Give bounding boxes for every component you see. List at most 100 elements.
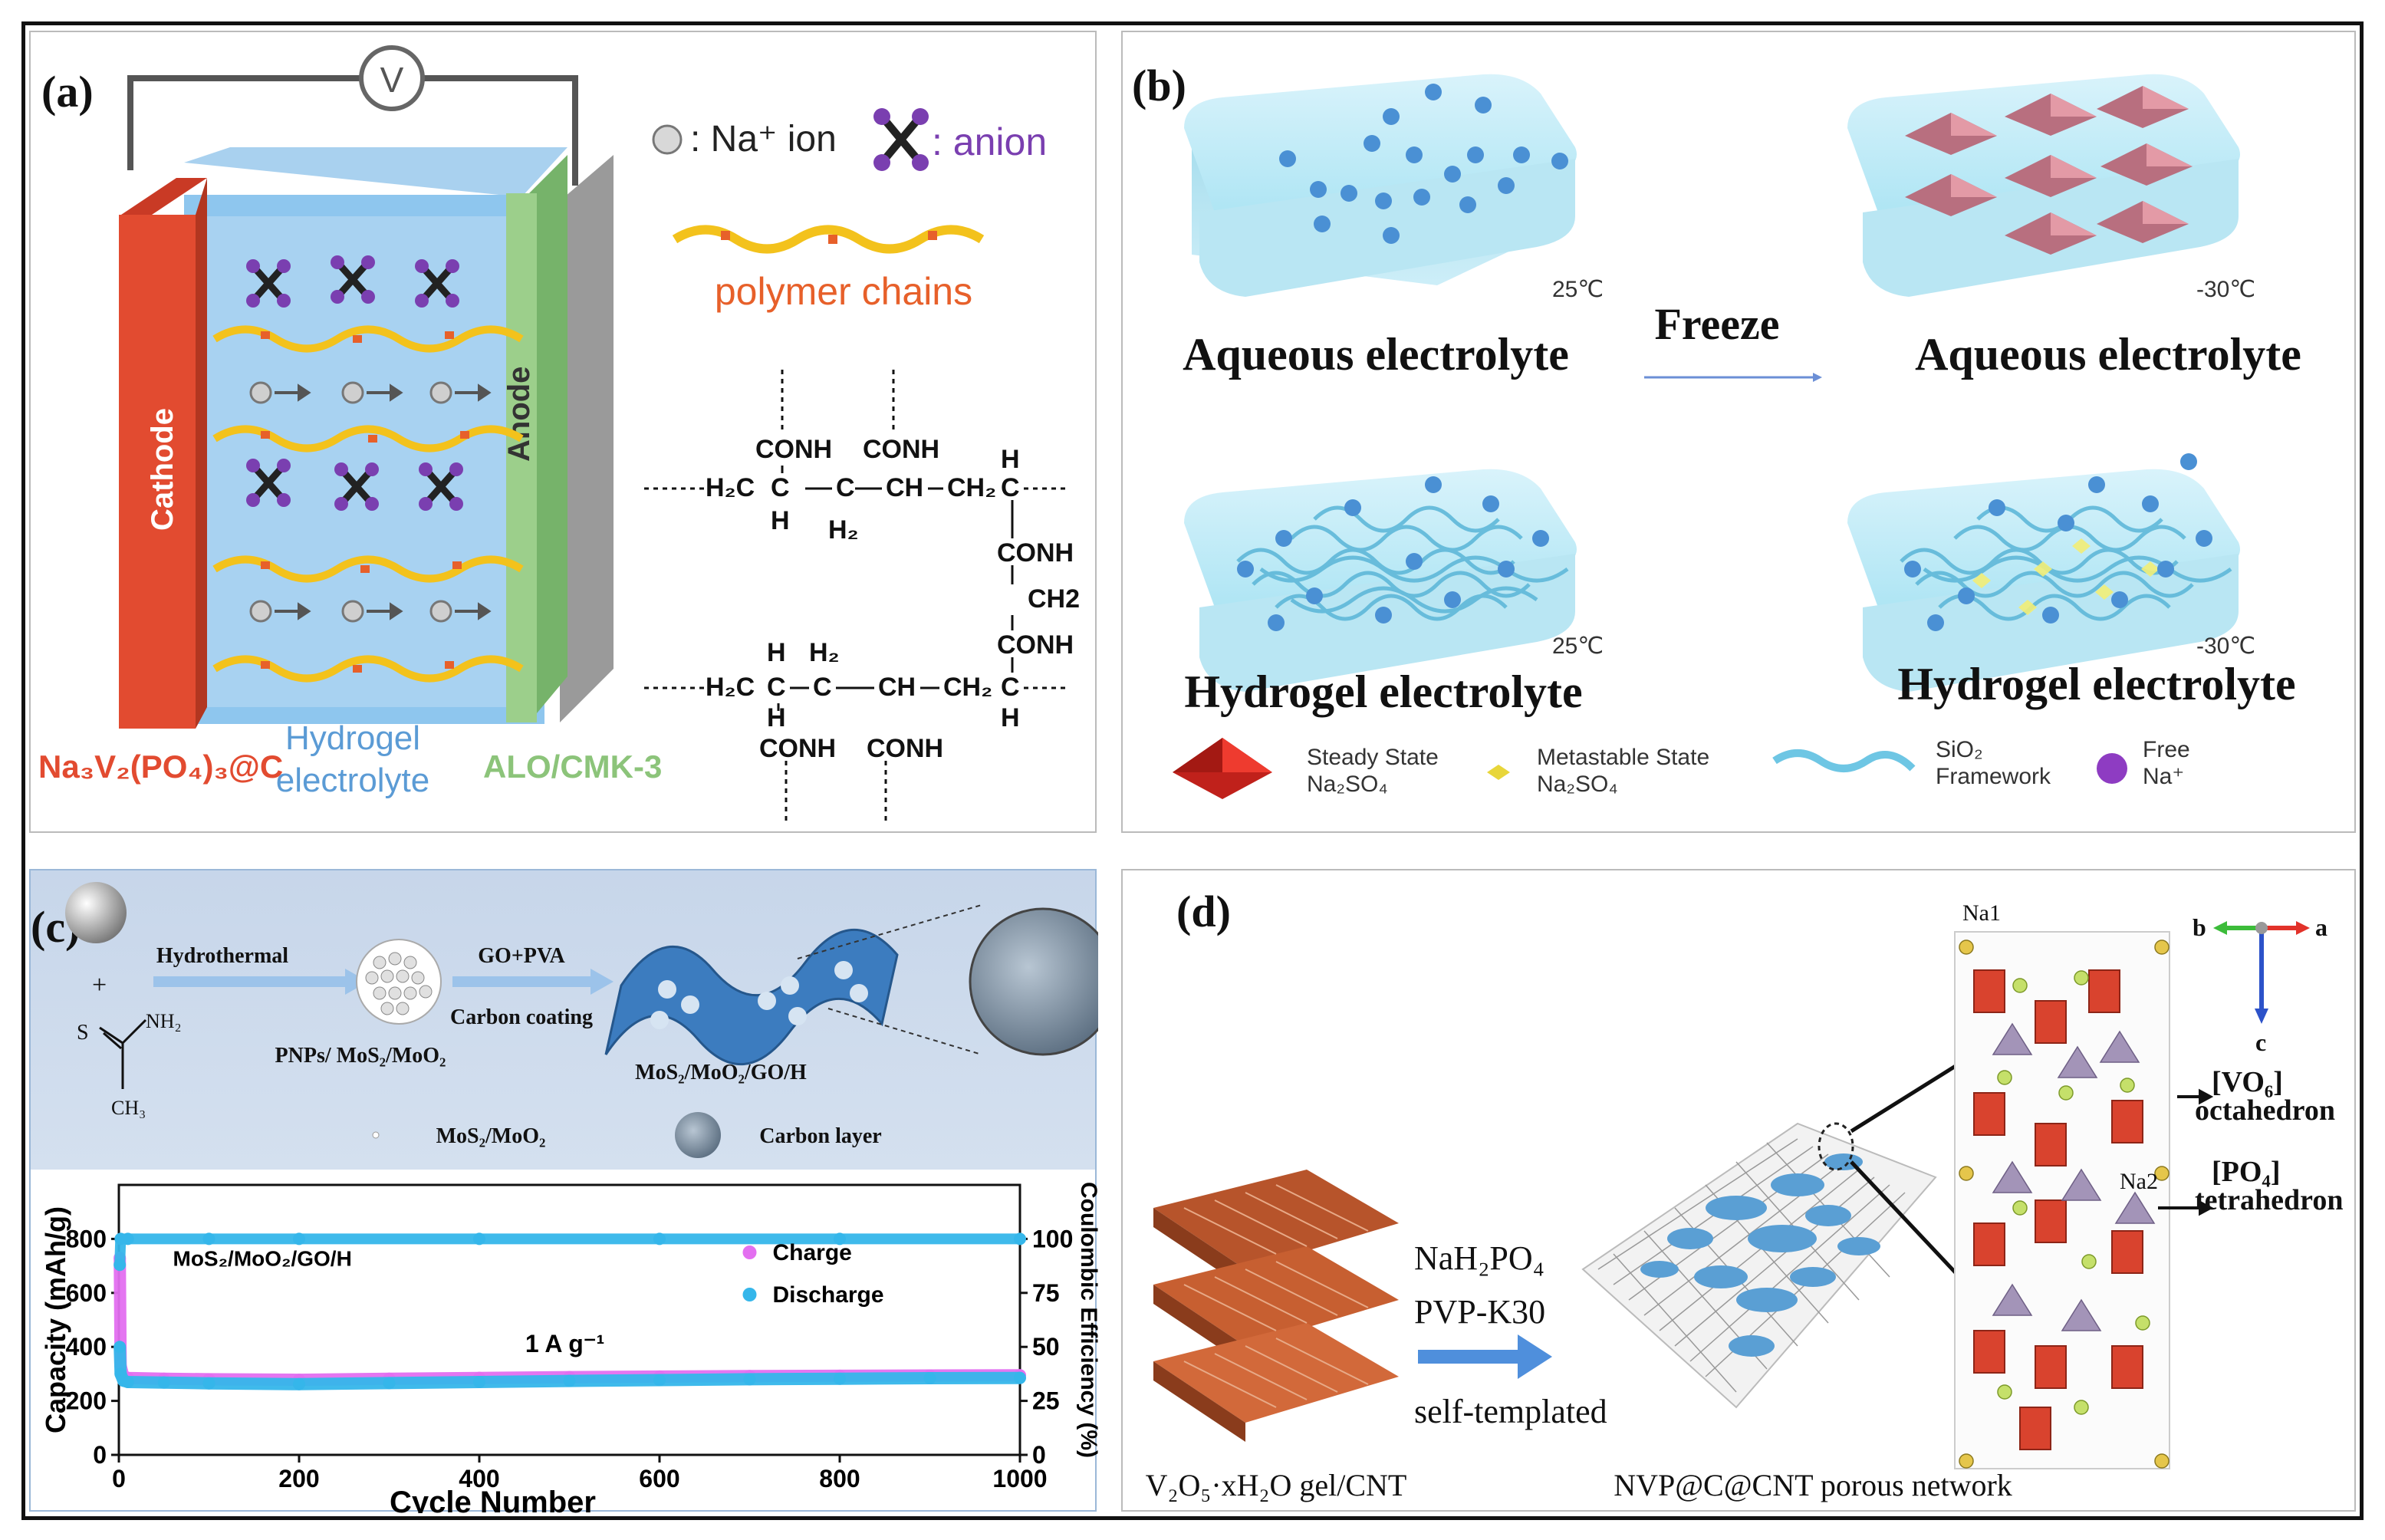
thiourea-structure	[99, 1018, 147, 1089]
electrolyte-label-2: electrolyte	[276, 762, 430, 799]
y2-tick-label: 75	[1032, 1279, 1060, 1307]
series-coulombic-efficiency-point	[293, 1232, 305, 1245]
svg-text:NH₂: NH₂	[146, 1010, 182, 1032]
anode-material-label: ALO/CMK-3	[483, 749, 662, 785]
series-discharge-point	[202, 1377, 215, 1390]
svg-text:CONH: CONH	[867, 734, 943, 763]
yellow-octahedron-icon	[1487, 765, 1510, 780]
na-ion-legend-icon	[652, 124, 683, 155]
anode-plate	[506, 193, 537, 722]
series-coulombic-efficiency-point	[202, 1232, 215, 1245]
carbon-coating-label: Carbon coating	[450, 1005, 593, 1029]
series-discharge-point	[121, 1375, 134, 1388]
legend-marker-charge	[742, 1245, 757, 1259]
slab-aqueous-m30c	[1847, 74, 2240, 297]
anode-label: Anode	[502, 367, 536, 462]
svg-text:H: H	[1001, 445, 1020, 474]
layered-gel-icon	[1153, 1170, 1399, 1442]
y2-tick-label: 50	[1032, 1333, 1060, 1361]
svg-text:CONH: CONH	[755, 435, 832, 464]
series-discharge-point	[1014, 1371, 1026, 1384]
legend-label-discharge: Discharge	[773, 1282, 884, 1308]
svg-text:H₂C: H₂C	[706, 473, 755, 502]
product-label: NVP@C@CNT porous network	[1614, 1468, 2012, 1502]
voltmeter-icon: V	[359, 45, 425, 111]
svg-text:C: C	[836, 473, 855, 502]
plus-sign: +	[92, 971, 107, 999]
svg-text:CONH: CONH	[997, 538, 1074, 568]
vo6-label-2: octahedron	[2195, 1094, 2335, 1127]
legend-sio2-1: SiO₂	[1936, 737, 1983, 762]
cathode-plate	[119, 215, 196, 729]
legend-free-2: Na⁺	[2143, 764, 2184, 789]
svg-text:CH: CH	[886, 473, 923, 502]
electrolyte-diagram: 25℃ Aqueous electrolyte -30℃ Aqueous ele…	[1173, 74, 2301, 799]
legend-anion: : anion	[932, 120, 1047, 163]
svg-text:CH₂: CH₂	[947, 473, 996, 502]
slab-hydrogel-m30c	[1847, 453, 2240, 692]
precursor-label: V₂O₅·xH₂O gel/CNT	[1146, 1468, 1407, 1502]
carbon-coated-sphere-icon	[969, 907, 1098, 1056]
sample-annotation: MoS₂/MoO₂/GO/H	[173, 1247, 352, 1271]
graphene-sheet-icon	[604, 928, 899, 1066]
legend-label-charge: Charge	[773, 1240, 852, 1265]
electrolyte-label-1: Hydrogel	[285, 719, 420, 757]
arrow-icon	[452, 969, 614, 995]
series-coulombic-efficiency-point	[834, 1232, 846, 1245]
series-coulombic-efficiency-point	[121, 1232, 134, 1245]
y2-tick-label: 0	[1032, 1441, 1046, 1469]
red-octahedron-icon	[1173, 738, 1272, 799]
y-axis-label: Capacity (mAh/g)	[40, 1206, 71, 1433]
y-tick-label: 800	[66, 1225, 107, 1252]
panel-a: (a) V Anode Cathode	[29, 31, 1097, 833]
svg-text:CH₂: CH₂	[943, 673, 992, 702]
svg-text:H: H	[771, 506, 790, 535]
series-discharge-point	[923, 1372, 936, 1385]
svg-text:C: C	[1001, 473, 1020, 502]
y-tick-label: 600	[66, 1279, 107, 1307]
voltmeter-label: V	[380, 60, 404, 100]
x-tick-label: 800	[819, 1465, 860, 1492]
temp-label-1: 25℃	[1552, 277, 1604, 302]
series-coulombic-efficiency-point	[473, 1232, 485, 1245]
pnps-label: PNPs/ MoS₂/MoO₂	[275, 1044, 446, 1068]
svg-text:H: H	[1001, 703, 1020, 732]
panel-c-graphics: + S NH₂ CH₃ Hydrothermal GO+PVA Carbon c…	[65, 882, 1098, 1158]
hydrogel-label-2: Hydrogel electrolyte	[1897, 659, 2295, 709]
po4-label-2: tetrahedron	[2195, 1184, 2344, 1216]
svg-text:H₂C: H₂C	[706, 673, 755, 702]
series-discharge-point	[113, 1341, 127, 1354]
freeze-label: Freeze	[1654, 299, 1779, 349]
svg-text:H₂: H₂	[809, 638, 840, 667]
temp-label-4: -30℃	[2196, 633, 2255, 659]
po4-label-1: [PO₄]	[2212, 1156, 2280, 1188]
anion-legend-icon	[878, 113, 924, 166]
svg-text:C: C	[813, 673, 832, 702]
series-discharge-point	[157, 1376, 170, 1389]
panel-d: (d) V₂O₅·xH₂O gel/CNT NaH₂PO₄ PVP-K30 se…	[1121, 869, 2356, 1512]
svg-text:H₂: H₂	[828, 515, 859, 545]
x-axis-label: Cycle Number	[390, 1486, 596, 1513]
cnt-network-icon	[1581, 1122, 1937, 1409]
axes-indicator-icon	[2213, 921, 2310, 1024]
hydrogel-label-1: Hydrogel electrolyte	[1184, 666, 1582, 717]
anion-icon	[249, 258, 460, 508]
series-coulombic-efficiency-point	[113, 1259, 127, 1272]
legend-free-1: Free	[2143, 737, 2190, 762]
svg-text:C: C	[767, 673, 786, 702]
series-coulombic-efficiency-point	[1014, 1232, 1026, 1245]
template-sphere-icon	[65, 882, 127, 943]
axis-b-label: b	[2193, 913, 2206, 941]
process-label: self-templated	[1414, 1393, 1607, 1430]
series-coulombic-efficiency-point	[653, 1232, 666, 1245]
series-discharge-point	[293, 1377, 305, 1390]
polymer-chain-marks	[261, 331, 469, 673]
svg-text:H: H	[767, 703, 786, 732]
panel-b-label: (b)	[1132, 61, 1186, 110]
legend-polymer: polymer chains	[715, 270, 972, 313]
arrow-icon	[153, 969, 368, 995]
panel-b: (b) 25℃ Aqueous electrolyte	[1121, 31, 2356, 833]
legend-sio2-2: Framework	[1936, 764, 2051, 789]
slab-hydrogel-25c	[1184, 469, 1577, 692]
